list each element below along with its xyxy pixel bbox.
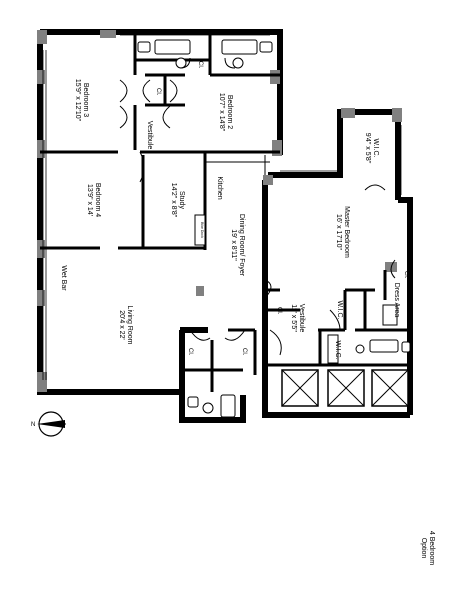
wet-bar-label: Wet Bar <box>60 265 67 291</box>
closet-label-4: Cl. <box>187 348 193 356</box>
study-name: Study <box>178 191 185 209</box>
closet-label-2: Cl. <box>155 88 161 96</box>
bath-fixtures <box>137 39 411 418</box>
bedroom3-dims: 15'9" x 12'10" <box>74 79 81 122</box>
wic-label-1: W.I.C. <box>336 300 343 319</box>
kitchen-label: Kitchen <box>216 176 223 199</box>
closet-labels: Cl. Cl. Cl. Cl. Cl. Cl. <box>155 61 409 356</box>
closet-label-1: Cl. <box>197 61 203 69</box>
wic-label-2: W.I.C. <box>334 340 341 359</box>
bedroom2-name: Bedroom 2 <box>226 95 233 129</box>
doors <box>119 57 396 356</box>
exterior-walls <box>37 29 413 423</box>
bike-dock-label: Bike Dock <box>200 222 204 238</box>
vestibule-right-name: Vestibule <box>298 304 305 333</box>
windows <box>42 34 402 380</box>
option-line-1: 4 Bedroom <box>428 531 435 565</box>
wic-master-name: W.I.C. <box>372 138 379 157</box>
option-line-2: Option <box>420 538 427 559</box>
small-labels: Bike Dock <box>200 222 204 238</box>
dining-name: Dining Room/ Foyer <box>238 214 245 277</box>
closet-label-5: Cl. <box>241 348 247 356</box>
closet-label-3: Cl. <box>276 307 282 315</box>
bedroom4-dims: 13'9" x 14' <box>86 184 93 216</box>
bedroom2-dims: 10'7" x 14'8" <box>218 93 225 132</box>
master-dims: 16' x 17'10" <box>335 214 342 250</box>
elevators <box>281 369 409 407</box>
dining-dims: 19' x 8'11" <box>230 229 237 261</box>
room-labels: Bedroom 3 15'9" x 12'10" Bedroom 2 10'7"… <box>60 79 400 360</box>
compass: N <box>31 411 66 437</box>
compass-north: N <box>31 422 35 428</box>
wic-master-dims: 9'4" x 5'8" <box>364 133 371 164</box>
option-caption: 4 Bedroom Option <box>420 531 435 565</box>
vestibule-left-label: Vestibule <box>146 121 153 150</box>
study-dims: 14'2" x 8'8" <box>170 183 177 218</box>
bedroom3-name: Bedroom 3 <box>82 83 89 117</box>
dress-area-label: Dress Area <box>393 283 400 318</box>
living-dims: 20'4 x 22' <box>118 310 125 340</box>
interior-walls <box>40 32 410 392</box>
closet-label-6: Cl. <box>403 271 409 279</box>
vestibule-right-dims: 11' x 5'5" <box>290 304 297 332</box>
master-name: Master Bedroom <box>343 206 350 258</box>
living-name: Living Room <box>126 306 133 345</box>
bedroom4-name: Bedroom 4 <box>94 183 101 217</box>
